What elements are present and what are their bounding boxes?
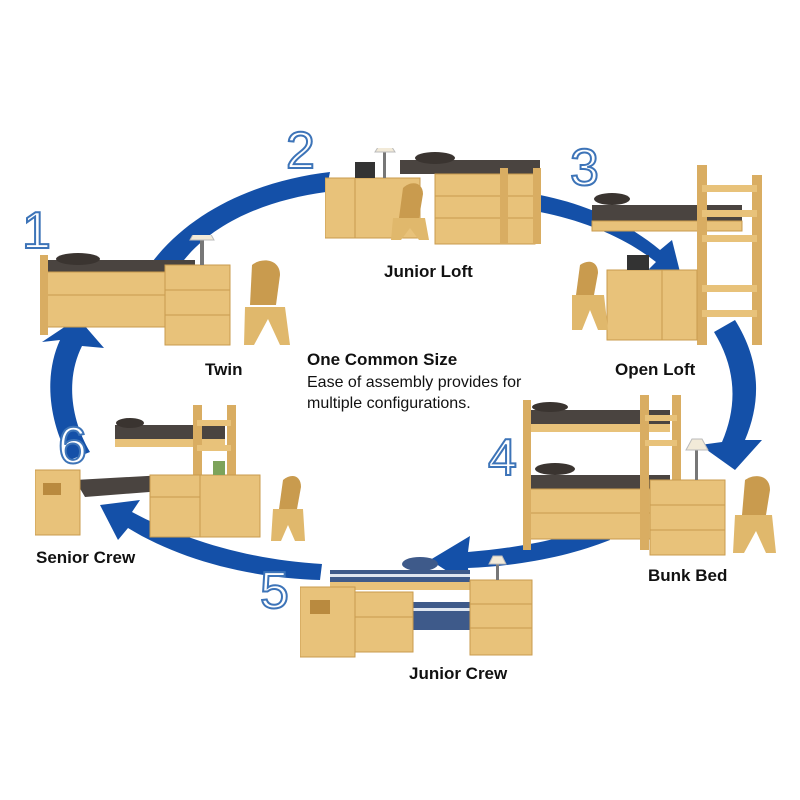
- bunk-bed-illustration: [523, 395, 776, 556]
- center-title: One Common Size: [307, 350, 458, 369]
- arrow-3-to-4: [700, 320, 762, 470]
- step-number-5: 5: [259, 562, 290, 620]
- twin-illustration: [40, 235, 290, 346]
- arrow-5-to-6: [100, 500, 322, 580]
- label-junior-loft: Junior Loft: [384, 262, 473, 281]
- label-senior-crew: Senior Crew: [36, 548, 136, 567]
- label-twin: Twin: [205, 360, 243, 379]
- arrow-2-to-3: [540, 195, 680, 272]
- step-number-4: 4: [487, 429, 518, 487]
- junior-loft-illustration: [325, 148, 541, 245]
- arrow-6-to-1: [42, 318, 104, 460]
- label-open-loft: Open Loft: [615, 360, 696, 379]
- label-bunk-bed: Bunk Bed: [648, 566, 728, 585]
- senior-crew-illustration: [35, 405, 305, 541]
- step-number-6: 6: [57, 417, 88, 475]
- junior-crew-illustration: [300, 555, 533, 658]
- step-number-3: 3: [569, 139, 600, 197]
- center-caption: One Common Size Ease of assembly provide…: [307, 350, 537, 414]
- center-body: Ease of assembly provides for multiple c…: [307, 374, 522, 412]
- step-number-1: 1: [21, 202, 52, 260]
- arrow-1-to-2: [150, 172, 330, 268]
- step-number-2: 2: [285, 122, 316, 180]
- label-junior-crew: Junior Crew: [409, 664, 508, 683]
- open-loft-illustration: [572, 165, 762, 345]
